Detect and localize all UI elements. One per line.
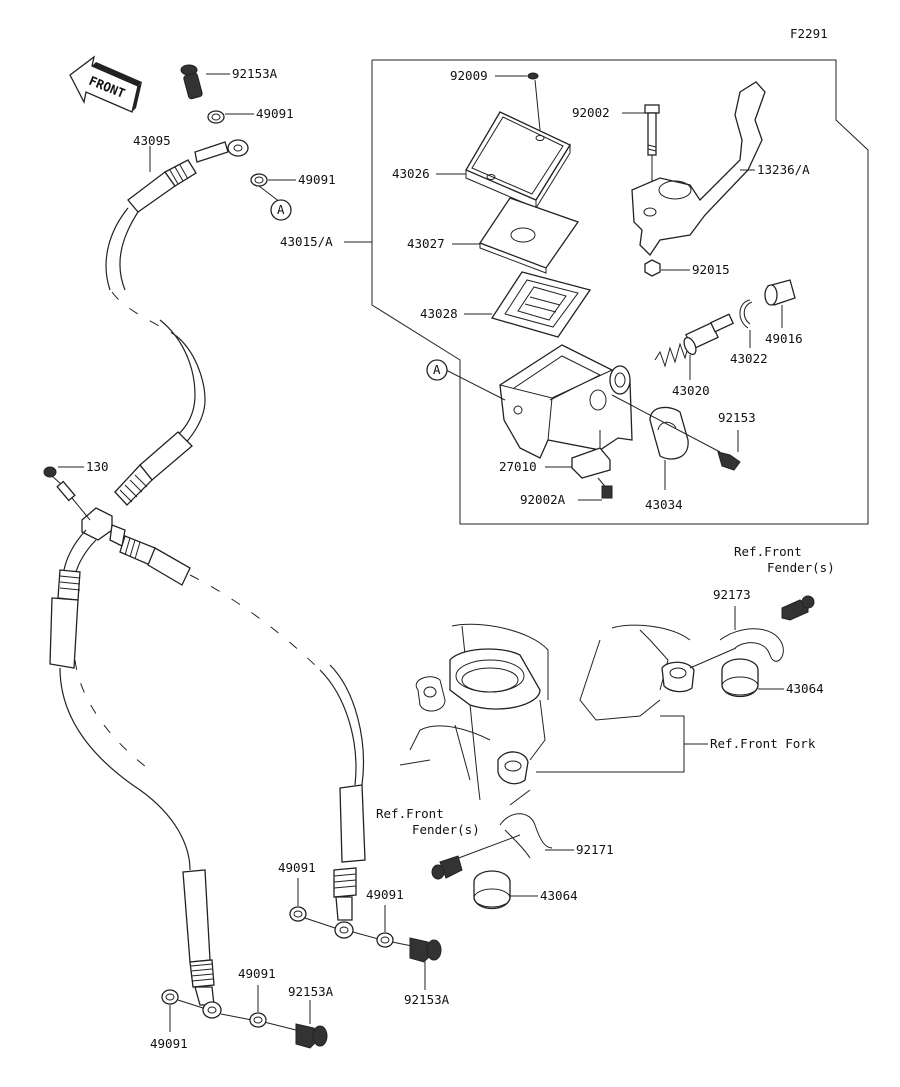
diaphragm-plate-43027 bbox=[479, 197, 580, 274]
ref-front-fender-upper-l2: Fender(s) bbox=[767, 560, 835, 575]
washer-49091-mid2 bbox=[376, 932, 394, 948]
bolt-92153 bbox=[611, 394, 741, 471]
right-branch-hose bbox=[189, 574, 383, 941]
label-130: 130 bbox=[86, 459, 109, 474]
nut-92015 bbox=[644, 259, 661, 277]
label-43034: 43034 bbox=[645, 497, 683, 512]
label-43028: 43028 bbox=[420, 306, 458, 321]
assembly-box-outline bbox=[371, 59, 869, 525]
clamp-43034 bbox=[649, 406, 689, 460]
grommet-43064-lower bbox=[473, 870, 511, 910]
label-43027: 43027 bbox=[407, 236, 445, 251]
diaphragm-43028 bbox=[490, 271, 592, 338]
brake-switch-27010 bbox=[571, 430, 611, 479]
ref-front-fender-lower-l2: Fender(s) bbox=[412, 822, 480, 837]
svg-text:A: A bbox=[277, 202, 285, 217]
front-fork-left bbox=[399, 623, 549, 801]
washer-49091-top2 bbox=[250, 173, 268, 187]
banjo-fitting-top bbox=[194, 139, 249, 163]
clamp-92173 bbox=[689, 628, 784, 669]
washer-49091-bot2 bbox=[161, 989, 179, 1005]
label-49091-top2: 49091 bbox=[298, 172, 336, 187]
washer-49091-top1 bbox=[207, 110, 225, 124]
label-49091-top1: 49091 bbox=[256, 106, 294, 121]
ref-front-fender-lower-l1: Ref.Front bbox=[376, 806, 444, 821]
screw-92002A bbox=[597, 477, 613, 499]
hose-junction-assembly bbox=[49, 431, 193, 669]
label-49091-mid1: 49091 bbox=[278, 860, 316, 875]
brake-lever-13236A bbox=[631, 81, 766, 257]
label-92009: 92009 bbox=[450, 68, 488, 83]
brake-hose-43095 bbox=[105, 159, 206, 449]
piston-kit-43020 bbox=[654, 313, 735, 368]
label-92002A: 92002A bbox=[520, 492, 566, 507]
label-92153A-top: 92153A bbox=[232, 66, 278, 81]
label-92002: 92002 bbox=[572, 105, 610, 120]
fender-bolt-lower bbox=[431, 834, 521, 880]
label-49091-bot2: 49091 bbox=[150, 1036, 188, 1051]
banjo-bolt-92153A-mid bbox=[391, 937, 442, 963]
washer-49091-bot1 bbox=[249, 1012, 267, 1028]
label-92153A-mid: 92153A bbox=[404, 992, 450, 1007]
pivot-bolt-92002 bbox=[644, 104, 660, 185]
clamp-92171 bbox=[499, 789, 553, 859]
label-43022: 43022 bbox=[730, 351, 768, 366]
label-92153A-bot: 92153A bbox=[288, 984, 334, 999]
label-43095: 43095 bbox=[133, 133, 171, 148]
label-92171: 92171 bbox=[576, 842, 614, 857]
label-49016: 49016 bbox=[765, 331, 803, 346]
screw-92009 bbox=[527, 72, 541, 131]
master-cylinder-body bbox=[499, 344, 633, 459]
circlip-43022 bbox=[739, 299, 753, 329]
grommet-43064-upper bbox=[721, 658, 759, 698]
label-92015: 92015 bbox=[692, 262, 730, 277]
label-49091-bot1: 49091 bbox=[238, 966, 276, 981]
washer-49091-mid1 bbox=[289, 906, 307, 922]
label-49091-mid2: 49091 bbox=[366, 887, 404, 902]
label-43064-lower: 43064 bbox=[540, 888, 578, 903]
ref-front-fork: Ref.Front Fork bbox=[710, 736, 816, 751]
label-13236A: 13236/A bbox=[757, 162, 810, 177]
front-arrow-icon: FRONT bbox=[69, 55, 142, 113]
reservoir-cap-43026 bbox=[465, 111, 571, 209]
label-43064-upper: 43064 bbox=[786, 681, 824, 696]
front-fork-right bbox=[579, 624, 695, 721]
connector-a-cylinder: A bbox=[426, 359, 448, 381]
svg-text:A: A bbox=[433, 362, 441, 377]
label-43026: 43026 bbox=[392, 166, 430, 181]
label-27010: 27010 bbox=[499, 459, 537, 474]
banjo-bolt-92153A-top bbox=[180, 64, 203, 100]
connector-a-hose: A bbox=[270, 199, 292, 221]
banjo-bolt-92153A-bot bbox=[295, 1023, 328, 1049]
fender-bolt-upper bbox=[781, 595, 815, 621]
boot-49016 bbox=[764, 279, 796, 306]
label-43020: 43020 bbox=[672, 383, 710, 398]
label-92153: 92153 bbox=[718, 410, 756, 425]
label-92173: 92173 bbox=[713, 587, 751, 602]
figure-code: F2291 bbox=[790, 26, 828, 41]
lower-left-hose bbox=[59, 659, 222, 1019]
label-43015A: 43015/A bbox=[280, 234, 333, 249]
bolt-130 bbox=[43, 466, 91, 521]
ref-front-fender-upper-l1: Ref.Front bbox=[734, 544, 802, 559]
